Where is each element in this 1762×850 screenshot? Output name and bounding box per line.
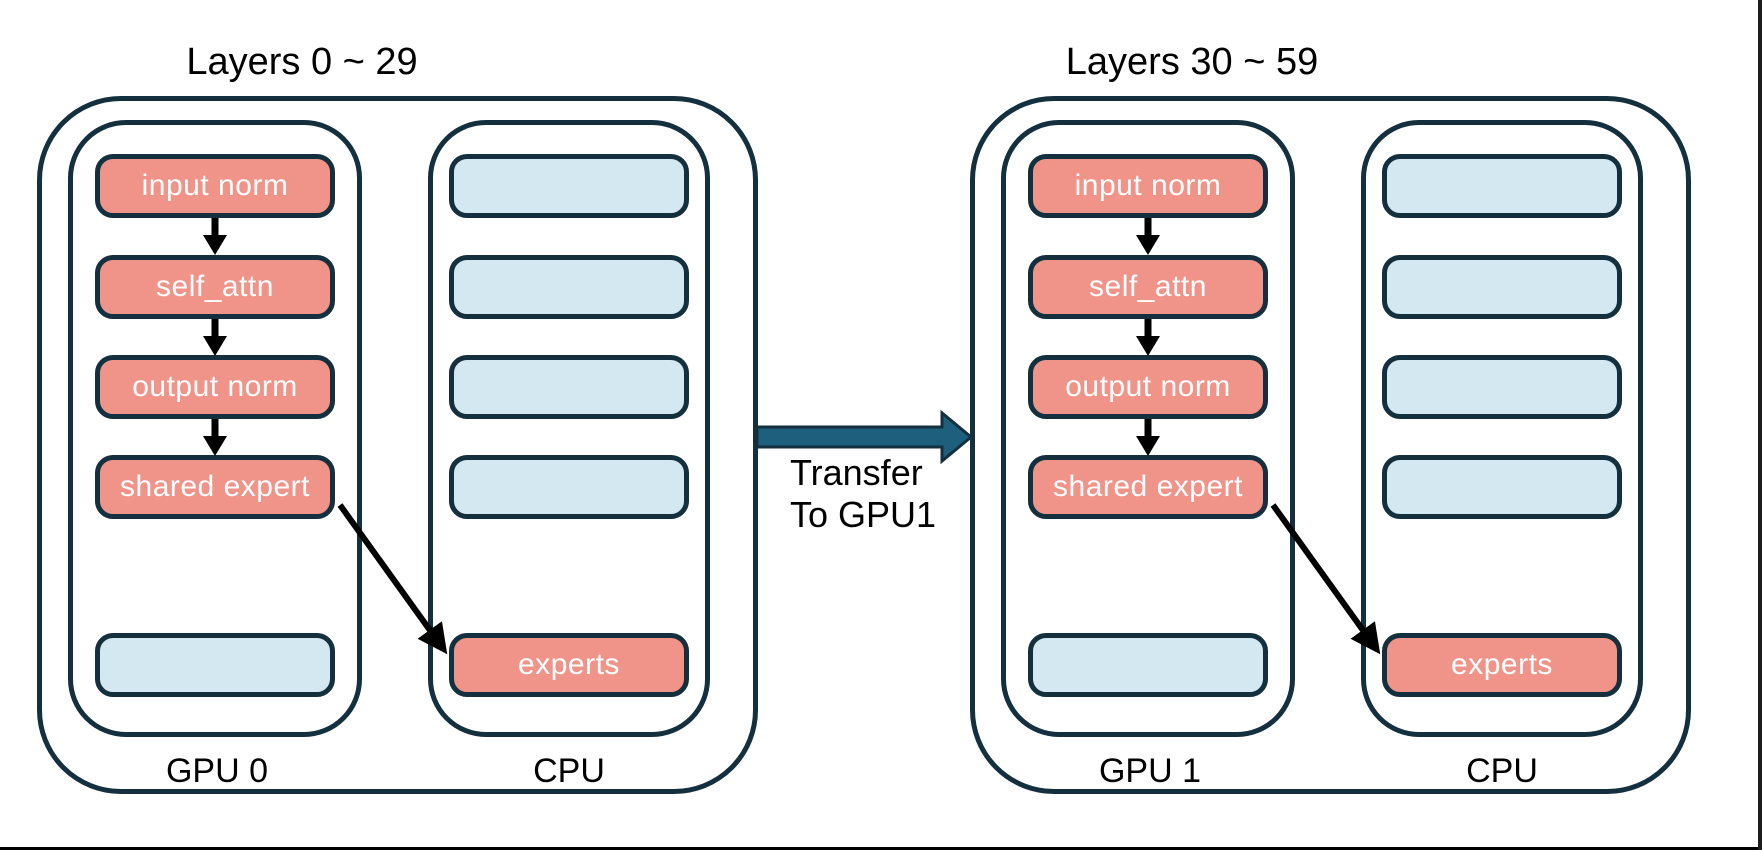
box-empty-slot (449, 455, 689, 519)
box-self-attn: self_attn (95, 255, 335, 319)
box-output-norm: output norm (95, 355, 335, 419)
box-empty-slot (1382, 455, 1622, 519)
box-experts: experts (449, 633, 689, 697)
flow-down-arrow-icon (199, 218, 231, 255)
box-empty-slot (95, 633, 335, 697)
bottom-edge-line (0, 847, 1762, 850)
group-title: Layers 30 ~ 59 (1065, 41, 1319, 83)
group-title: Layers 0 ~ 29 (186, 41, 418, 83)
gpu-label: GPU 0 (165, 752, 269, 790)
cpu-column: experts (428, 120, 710, 737)
cpu-label: CPU (1466, 752, 1538, 790)
box-experts: experts (1382, 633, 1622, 697)
box-empty-slot (1382, 154, 1622, 218)
box-empty-slot (449, 255, 689, 319)
box-input-norm: input norm (95, 154, 335, 218)
transfer-arrow-icon (756, 409, 974, 465)
box-empty-slot (449, 355, 689, 419)
box-empty-slot (1382, 255, 1622, 319)
right-edge-line (1758, 0, 1762, 850)
box-output-norm: output norm (1028, 355, 1268, 419)
box-input-norm: input norm (1028, 154, 1268, 218)
box-empty-slot (1028, 633, 1268, 697)
box-empty-slot (1382, 355, 1622, 419)
box-empty-slot (449, 154, 689, 218)
transfer-label-line1: Transfer (790, 452, 923, 493)
flow-down-arrow-icon (1132, 218, 1164, 255)
gpu-column: input norm self_attn output norm shared … (1001, 120, 1295, 737)
flow-down-arrow-icon (199, 319, 231, 356)
cpu-label: CPU (533, 752, 605, 790)
gpu-label: GPU 1 (1098, 752, 1202, 790)
box-shared-expert: shared expert (95, 455, 335, 519)
cpu-column: experts (1361, 120, 1643, 737)
layer-group-0-29: input norm self_attn output norm shared … (37, 96, 758, 794)
transfer-label: Transfer To GPU1 (790, 452, 936, 536)
box-self-attn: self_attn (1028, 255, 1268, 319)
transfer-label-line2: To GPU1 (790, 494, 937, 535)
flow-down-arrow-icon (1132, 419, 1164, 456)
flow-down-arrow-icon (1132, 319, 1164, 356)
gpu-column: input norm self_attn output norm shared … (68, 120, 362, 737)
flow-down-arrow-icon (199, 419, 231, 456)
box-shared-expert: shared expert (1028, 455, 1268, 519)
layer-group-30-59: input norm self_attn output norm shared … (970, 96, 1691, 794)
